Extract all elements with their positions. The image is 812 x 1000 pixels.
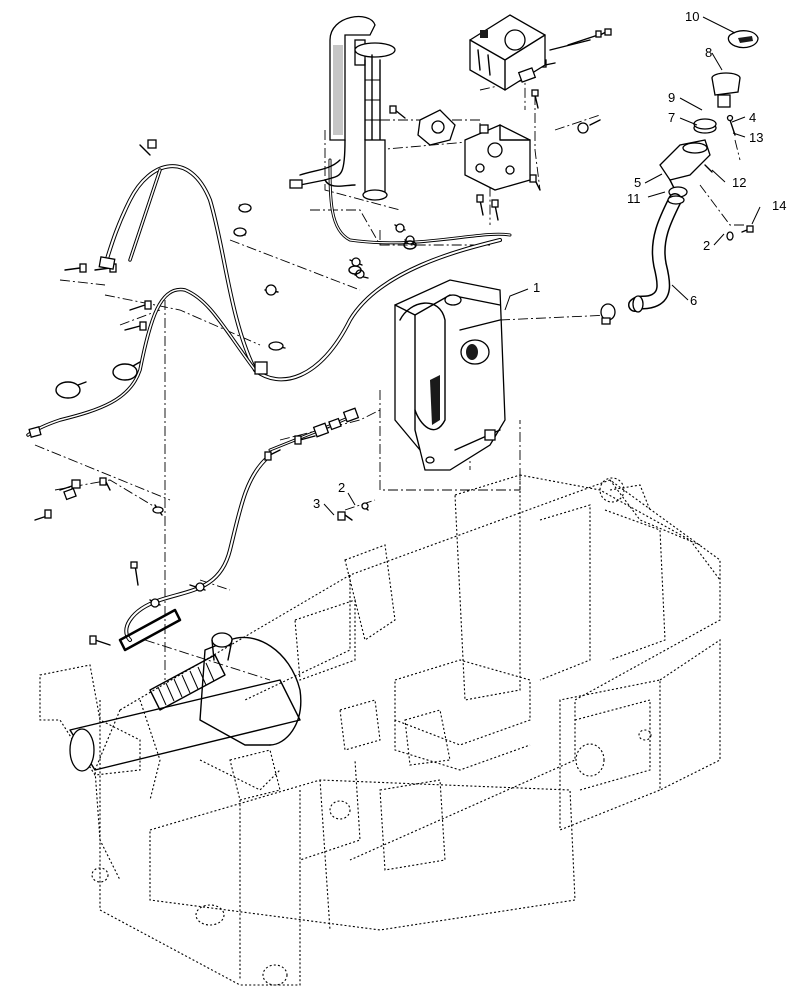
seal-ring xyxy=(693,118,717,130)
filler-neck-assembly xyxy=(600,30,759,325)
bolt-icon xyxy=(189,582,206,592)
alignment-lines xyxy=(34,79,745,681)
callout-2: 2 xyxy=(703,238,710,253)
bolt-icon xyxy=(130,561,139,586)
filler-cap xyxy=(727,30,759,49)
level-sender-unit xyxy=(289,15,396,201)
callout-8: 8 xyxy=(705,45,712,60)
bolt-icon xyxy=(264,284,279,296)
bolt-icon xyxy=(99,477,111,491)
clamp-icon xyxy=(55,381,87,399)
machine-frame xyxy=(39,474,721,986)
bolt-icon xyxy=(268,341,286,351)
fasteners xyxy=(34,28,612,646)
bolt-icon xyxy=(529,174,541,191)
bolt-icon xyxy=(149,598,161,608)
corrugated-boot xyxy=(149,632,233,711)
reservoir-tank xyxy=(394,279,506,471)
callout-4: 4 xyxy=(749,110,756,125)
washer xyxy=(726,231,734,241)
pin xyxy=(729,119,736,136)
callout-11: 11 xyxy=(627,191,641,206)
callout-3: 3 xyxy=(313,496,320,511)
bolt-icon xyxy=(354,269,369,279)
leader-lines xyxy=(323,16,761,516)
bolt-icon xyxy=(129,300,152,311)
bolt-icon xyxy=(361,502,369,511)
callout-12: 12 xyxy=(732,175,746,190)
control-module-box xyxy=(469,14,591,91)
bolt-icon xyxy=(233,227,247,237)
bolt-icon xyxy=(404,235,416,246)
callout-13: 13 xyxy=(749,130,763,145)
bolt-icon xyxy=(567,30,602,46)
bolt-icon xyxy=(337,511,353,521)
bolt-icon xyxy=(124,321,147,331)
callout-5: 5 xyxy=(634,175,641,190)
bolt-icon xyxy=(394,223,406,233)
bolt-icon xyxy=(349,257,363,267)
bolt-icon xyxy=(389,105,406,119)
bolt-icon xyxy=(476,194,484,216)
callout-labels: 10 8 9 4 7 13 5 12 11 14 2 6 1 3 2 xyxy=(313,9,786,511)
bolt-icon xyxy=(741,225,754,233)
bolt-icon xyxy=(577,119,601,134)
bolt-icon xyxy=(34,509,52,521)
bolt-icon xyxy=(64,263,87,273)
callout-10: 10 xyxy=(685,9,699,24)
callout-6: 6 xyxy=(690,293,697,308)
clamp-icon xyxy=(403,240,417,250)
hose-clamps xyxy=(55,240,417,399)
strainer xyxy=(711,72,741,108)
bolt-icon xyxy=(139,139,157,156)
bolt-icon xyxy=(599,28,612,36)
bolt-icon xyxy=(294,435,316,445)
pump-bracket xyxy=(417,109,531,191)
bolt-icon xyxy=(264,449,281,461)
bolt-icon xyxy=(152,504,164,516)
callout-9: 9 xyxy=(668,90,675,105)
bolt-icon xyxy=(491,199,499,221)
bolt-icon xyxy=(531,89,539,109)
bolt-icon xyxy=(238,203,252,213)
clamp-icon xyxy=(600,303,616,325)
clamp-icon xyxy=(112,361,141,381)
callout-14: 14 xyxy=(772,198,786,213)
screw xyxy=(704,164,713,173)
wire-harness-upper xyxy=(26,158,512,437)
callout-2-lower: 2 xyxy=(338,480,345,495)
bolt-icon xyxy=(89,635,111,646)
clamp-icon xyxy=(348,265,362,275)
neck-housing xyxy=(659,139,711,191)
callout-1: 1 xyxy=(533,280,540,295)
callout-7: 7 xyxy=(668,110,675,125)
bolt-icon xyxy=(59,479,81,491)
wire-harness-lower xyxy=(118,413,357,652)
lower-cylinder-tube xyxy=(69,632,302,772)
harness-connectors xyxy=(28,256,360,501)
filler-hose xyxy=(628,193,685,313)
